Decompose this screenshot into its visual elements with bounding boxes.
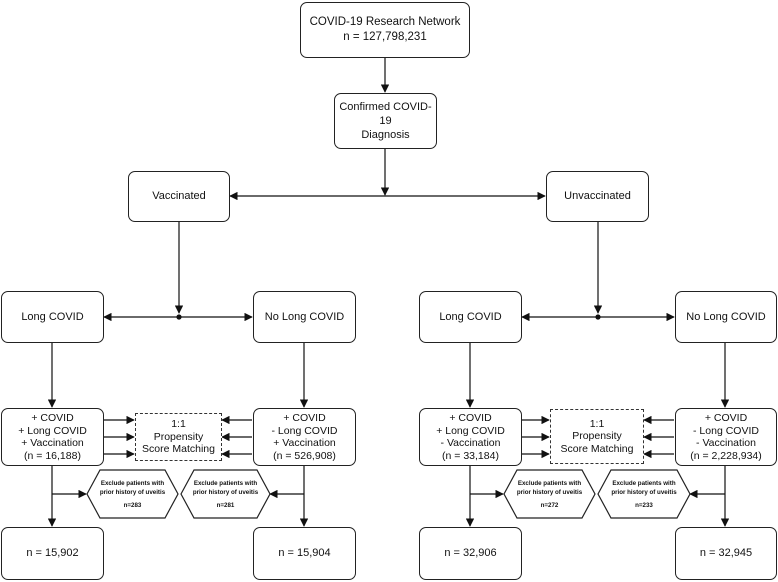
junction-dot-left: [176, 314, 182, 320]
psm-line: Propensity: [572, 430, 622, 443]
right-propensity-matching-box: 1:1 Propensity Score Matching: [550, 409, 644, 464]
left-long-final-count: n = 15,902: [26, 547, 79, 559]
diagnosis-line-2: Diagnosis: [361, 129, 410, 141]
left-long-covid-box: Long COVID: [1, 291, 104, 343]
vaccinated-box: Vaccinated: [128, 171, 230, 222]
right-long-final-count: n = 32,906: [444, 547, 497, 559]
right-long-final-box: n = 32,906: [419, 527, 522, 580]
exclude-text: Exclude patients with: [517, 479, 582, 487]
exclude-text: prior history of uveitis: [99, 488, 166, 496]
exclude-hexagon-right-nolong: [597, 469, 691, 519]
unvaccinated-box: Unvaccinated: [546, 171, 649, 222]
right-long-covid-label: Long COVID: [439, 310, 502, 323]
unvaccinated-label: Unvaccinated: [564, 190, 631, 202]
criteria-line: + Long COVID: [18, 424, 87, 437]
research-network-box: COVID-19 Research Network n = 127,798,23…: [300, 2, 470, 58]
left-long-criteria-box: + COVID + Long COVID + Vaccination (n = …: [1, 408, 104, 466]
left-nolong-exclude-label: Exclude patients with prior history of u…: [181, 470, 270, 518]
confirmed-diagnosis-box: Confirmed COVID-19 Diagnosis: [334, 93, 437, 149]
right-long-exclude-label: Exclude patients with prior history of u…: [504, 470, 595, 518]
psm-ratio: 1:1: [171, 418, 186, 431]
criteria-line: + COVID: [31, 412, 74, 424]
exclude-hexagon-left-nolong: [180, 469, 271, 519]
left-propensity-matching-box: 1:1 Propensity Score Matching: [135, 413, 222, 461]
left-nolong-final-box: n = 15,904: [253, 527, 356, 580]
exclude-text: Exclude patients with: [612, 479, 676, 487]
criteria-line: + COVID: [283, 412, 326, 424]
criteria-line: + COVID: [704, 412, 748, 424]
diagnosis-line-1: Confirmed COVID-19: [339, 101, 432, 127]
junction-dot-right: [595, 314, 601, 320]
left-no-long-covid-box: No Long COVID: [253, 291, 356, 343]
exclude-text: prior history of uveitis: [516, 488, 583, 496]
exclude-count: n=233: [635, 501, 653, 509]
criteria-line: - Vaccination: [696, 437, 756, 449]
criteria-line: - Long COVID: [271, 424, 338, 437]
right-long-covid-box: Long COVID: [419, 291, 522, 343]
criteria-count: (n = 2,228,934): [690, 449, 762, 462]
psm-line: Propensity: [153, 430, 204, 443]
criteria-line: - Long COVID: [693, 424, 759, 437]
right-nolong-final-box: n = 32,945: [675, 527, 777, 580]
right-nolong-final-count: n = 32,945: [699, 547, 753, 559]
left-no-long-covid-label: No Long COVID: [264, 310, 345, 323]
right-nolong-exclude-label: Exclude patients with prior history of u…: [598, 470, 690, 518]
vaccinated-label: Vaccinated: [152, 190, 206, 202]
right-no-long-covid-box: No Long COVID: [675, 291, 777, 343]
exclude-text: Exclude patients with: [193, 479, 258, 487]
exclude-count: n=281: [216, 501, 235, 509]
criteria-count: (n = 16,188): [24, 449, 81, 462]
research-network-title: COVID-19 Research Network: [309, 16, 461, 28]
criteria-line: - Vaccination: [440, 437, 501, 449]
criteria-line: + COVID: [449, 412, 492, 424]
exclude-count: n=283: [123, 501, 142, 509]
right-nolong-criteria-box: + COVID - Long COVID - Vaccination (n = …: [675, 408, 777, 466]
left-long-final-box: n = 15,902: [1, 527, 104, 580]
left-nolong-final-count: n = 15,904: [278, 547, 331, 559]
exclude-hexagon-right-long: [503, 469, 596, 519]
exclude-hexagon-left-long: [86, 469, 179, 519]
psm-ratio: 1:1: [589, 417, 605, 430]
left-long-exclude-label: Exclude patients with prior history of u…: [87, 470, 178, 518]
exclude-text: Exclude patients with: [100, 479, 165, 487]
criteria-line: + Vaccination: [273, 437, 336, 449]
criteria-line: + Vaccination: [21, 437, 84, 449]
psm-line: Score Matching: [142, 443, 215, 456]
criteria-line: + Long COVID: [436, 424, 505, 437]
exclude-count: n=272: [540, 501, 559, 509]
criteria-count: (n = 526,908): [273, 449, 336, 462]
left-long-covid-label: Long COVID: [21, 310, 84, 323]
left-nolong-criteria-box: + COVID - Long COVID + Vaccination (n = …: [253, 408, 356, 466]
exclude-text: prior history of uveitis: [611, 488, 677, 496]
research-network-count: n = 127,798,231: [343, 31, 427, 43]
criteria-count: (n = 33,184): [442, 449, 499, 462]
psm-line: Score Matching: [560, 442, 634, 455]
exclude-text: prior history of uveitis: [192, 488, 259, 496]
right-no-long-covid-label: No Long COVID: [686, 310, 766, 323]
right-long-criteria-box: + COVID + Long COVID - Vaccination (n = …: [419, 408, 522, 466]
